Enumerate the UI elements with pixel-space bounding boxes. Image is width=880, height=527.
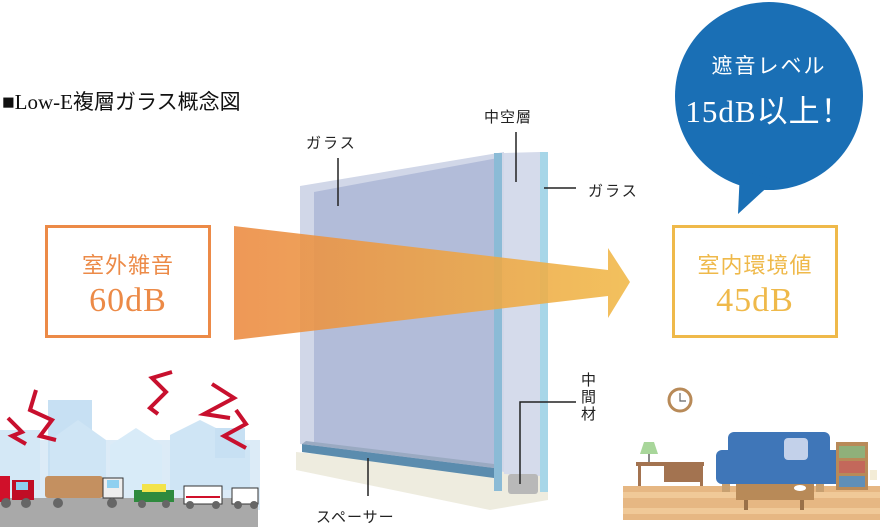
- indoor-value-value: 45dB: [716, 282, 794, 319]
- glass-unit: [296, 152, 548, 510]
- indoor-value-box: 室内環境値 45dB: [672, 225, 838, 338]
- outdoor-noise-value: 60dB: [89, 282, 167, 319]
- sound-arrow: [234, 226, 630, 340]
- hollow-layer-label: 中空層: [484, 108, 533, 126]
- glass-right-label: ガラス: [588, 182, 639, 200]
- intermediate-pointer: [519, 401, 576, 484]
- living-room-illustration: [623, 387, 880, 520]
- bubble-line1: 遮音レベル: [711, 54, 827, 78]
- intermediate-label: 中間材: [579, 372, 597, 423]
- city-illustration: [0, 370, 260, 527]
- indoor-value-label: 室内環境値: [697, 254, 813, 279]
- outdoor-noise-label: 室外雑音: [81, 254, 174, 279]
- speech-bubble-text: 遮音レベル 15dB以上！: [674, 50, 864, 131]
- outdoor-noise-box: 室外雑音 60dB: [45, 225, 211, 338]
- diagram-title: ■Low-E複層ガラス概念図: [2, 90, 241, 114]
- spacer-label: スペーサー: [316, 508, 395, 526]
- bubble-line2: 15dB以上！: [685, 94, 853, 129]
- speech-bubble: [675, 2, 863, 214]
- glass-left-label: ガラス: [306, 134, 357, 152]
